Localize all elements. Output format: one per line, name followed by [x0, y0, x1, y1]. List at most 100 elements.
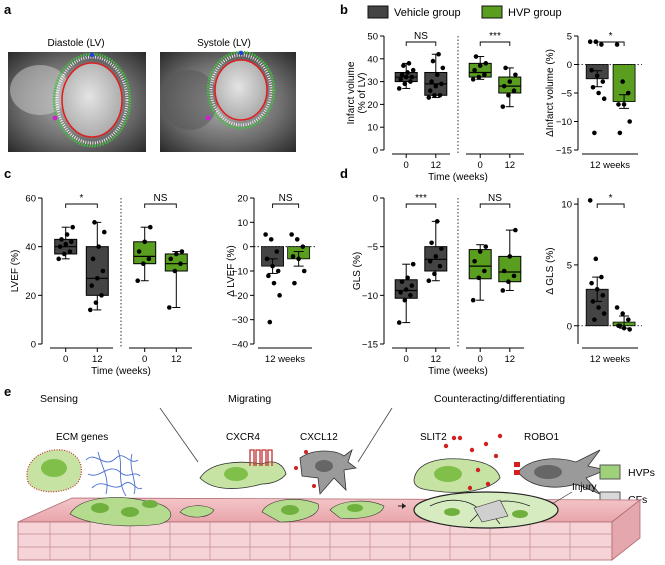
data-point — [589, 280, 594, 286]
y-axis-label: ΔInfarct volume (%) — [545, 49, 556, 137]
panel-label-a: a — [4, 2, 12, 17]
data-point — [596, 90, 601, 96]
box — [468, 249, 492, 280]
data-point — [141, 261, 146, 267]
data-point — [473, 54, 479, 59]
data-point — [593, 256, 599, 262]
sensing-cell — [26, 449, 83, 493]
x-axis-label: Time (weeks) — [91, 366, 151, 377]
hvps-label: HVPs — [628, 467, 655, 479]
x-tick-label: 0 — [404, 160, 409, 171]
systole-label: Systole (LV) — [197, 38, 251, 49]
y-tick-label: 60 — [25, 194, 36, 205]
slit2-cell — [413, 433, 503, 493]
x-tick-label: 0 — [63, 354, 68, 365]
data-point — [503, 65, 508, 71]
data-point — [93, 300, 99, 305]
y-axis-label: Infarct volume — [346, 61, 357, 124]
significance-bracket — [272, 203, 300, 208]
data-point — [430, 58, 436, 64]
data-point — [427, 88, 433, 94]
ecm-fibers — [85, 449, 143, 497]
significance-bracket — [405, 41, 437, 46]
data-point — [616, 102, 621, 107]
data-point — [57, 244, 63, 249]
data-point — [95, 276, 100, 281]
data-point — [179, 249, 185, 254]
y-tick-label: 0 — [243, 242, 248, 253]
y-axis-label: Δ LVEF (%) — [226, 245, 237, 297]
x-tick-label: 12 — [505, 354, 516, 365]
data-point — [406, 61, 412, 66]
significance-label: NS — [154, 193, 168, 204]
data-point — [506, 92, 511, 98]
legend-hvp-swatch — [481, 5, 503, 19]
y-axis-label: LVEF (%) — [10, 250, 21, 293]
divider — [357, 407, 393, 463]
data-point — [408, 79, 413, 84]
data-point — [601, 96, 607, 101]
data-point — [511, 273, 517, 279]
data-point — [434, 219, 440, 224]
data-point — [399, 72, 405, 78]
y-tick-label: 10 — [237, 218, 248, 229]
data-point — [267, 319, 273, 325]
data-point — [90, 256, 96, 262]
y-tick-label: −10 — [556, 117, 572, 128]
y-tick-label: −10 — [232, 267, 248, 278]
y-tick-label: 0 — [567, 321, 572, 332]
data-point — [500, 104, 506, 109]
y-tick-label: 40 — [367, 54, 378, 65]
injury-label: Injury — [572, 482, 596, 493]
data-point — [264, 256, 270, 262]
migrating-label: Migrating — [228, 393, 271, 405]
data-point — [396, 320, 402, 325]
data-point — [271, 280, 277, 286]
divider — [159, 407, 199, 463]
data-point — [401, 63, 406, 68]
y-tick-label: −20 — [232, 291, 248, 302]
sensing-label: Sensing — [40, 393, 78, 405]
data-point — [266, 273, 271, 279]
y-tick-label: 30 — [367, 77, 378, 88]
y-tick-label: 5 — [567, 32, 572, 43]
data-point — [426, 95, 432, 100]
x-tick-label: 0 — [404, 354, 409, 365]
y-tick-label: 50 — [367, 32, 378, 43]
data-point — [429, 240, 434, 246]
data-point — [625, 90, 631, 96]
x-tick-label: 12 — [92, 354, 103, 365]
y-tick-label: 5 — [567, 260, 572, 271]
data-point — [483, 61, 489, 66]
data-point — [274, 249, 280, 254]
x-axis-label: 12 weeks — [590, 160, 630, 171]
data-point — [96, 244, 101, 249]
significance-bracket — [144, 203, 177, 208]
data-point — [168, 256, 173, 262]
data-point — [599, 42, 604, 47]
data-point — [477, 249, 483, 254]
ecm-genes-label: ECM genes — [56, 432, 108, 443]
data-point — [600, 79, 606, 84]
schematic: Sensing Migrating Counteracting/differen… — [17, 393, 655, 561]
data-point — [289, 232, 294, 237]
data-point — [500, 288, 506, 293]
data-point — [472, 258, 477, 264]
data-point — [470, 77, 476, 82]
y-tick-label: 0 — [373, 146, 378, 157]
data-point — [433, 83, 439, 89]
diastole-mri-image — [8, 52, 146, 152]
panel-label-c: c — [4, 166, 11, 181]
data-point — [408, 293, 413, 298]
data-point — [102, 229, 107, 235]
panel-label-b: b — [340, 2, 348, 17]
data-point — [476, 74, 482, 80]
data-point — [67, 249, 73, 254]
data-point — [142, 239, 147, 245]
significance-label: * — [609, 193, 613, 204]
data-point — [275, 268, 281, 274]
data-point — [63, 241, 68, 247]
data-point — [482, 72, 487, 78]
